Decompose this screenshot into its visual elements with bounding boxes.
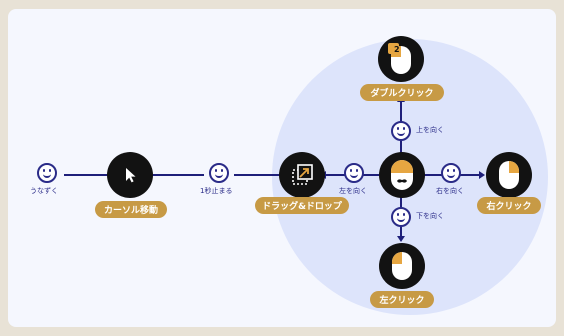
- double-click-badge: 2: [394, 45, 400, 54]
- left-click-node: [379, 243, 425, 289]
- arrow-down-icon: [397, 236, 405, 242]
- look-up-caption: 上を向く: [416, 126, 444, 134]
- look-left-caption: 左を向く: [339, 187, 367, 195]
- double-click-label: ダブルクリック: [360, 84, 444, 101]
- nod-caption: うなずく: [30, 187, 58, 195]
- right-click-mouse-icon: [499, 161, 519, 189]
- drag-drop-label: ドラッグ&ドロップ: [255, 197, 349, 214]
- cursor-move-label: カーソル移動: [95, 201, 167, 218]
- nod-face-icon: [37, 163, 57, 183]
- drag-drop-node: [279, 152, 325, 198]
- look-right-face-icon: [441, 163, 461, 183]
- look-up-face-icon: [391, 121, 411, 141]
- double-click-node: 2: [378, 36, 424, 82]
- look-down-face-icon: [391, 207, 411, 227]
- look-left-face-icon: [344, 163, 364, 183]
- connector-cursor-to-pause: [150, 174, 204, 176]
- left-click-mouse-icon: [392, 252, 412, 280]
- center-mouse-node: [379, 152, 425, 198]
- pause-caption: 1秒止まる: [200, 187, 233, 195]
- pause-face-icon: [209, 163, 229, 183]
- center-mouse-icon: [391, 160, 413, 190]
- right-click-label: 右クリック: [477, 197, 541, 214]
- look-down-caption: 下を向く: [416, 212, 444, 220]
- arrow-right-icon: [479, 171, 485, 179]
- connector-pause-to-drag: [234, 174, 280, 176]
- left-click-label: 左クリック: [370, 291, 434, 308]
- cursor-move-node: [107, 152, 153, 198]
- double-click-mouse-icon: [388, 43, 411, 74]
- cursor-arrow-icon: [126, 168, 136, 183]
- connector-nod-to-cursor: [64, 174, 110, 176]
- drag-drop-icon: [292, 164, 313, 185]
- right-click-node: [486, 152, 532, 198]
- look-right-caption: 右を向く: [436, 187, 464, 195]
